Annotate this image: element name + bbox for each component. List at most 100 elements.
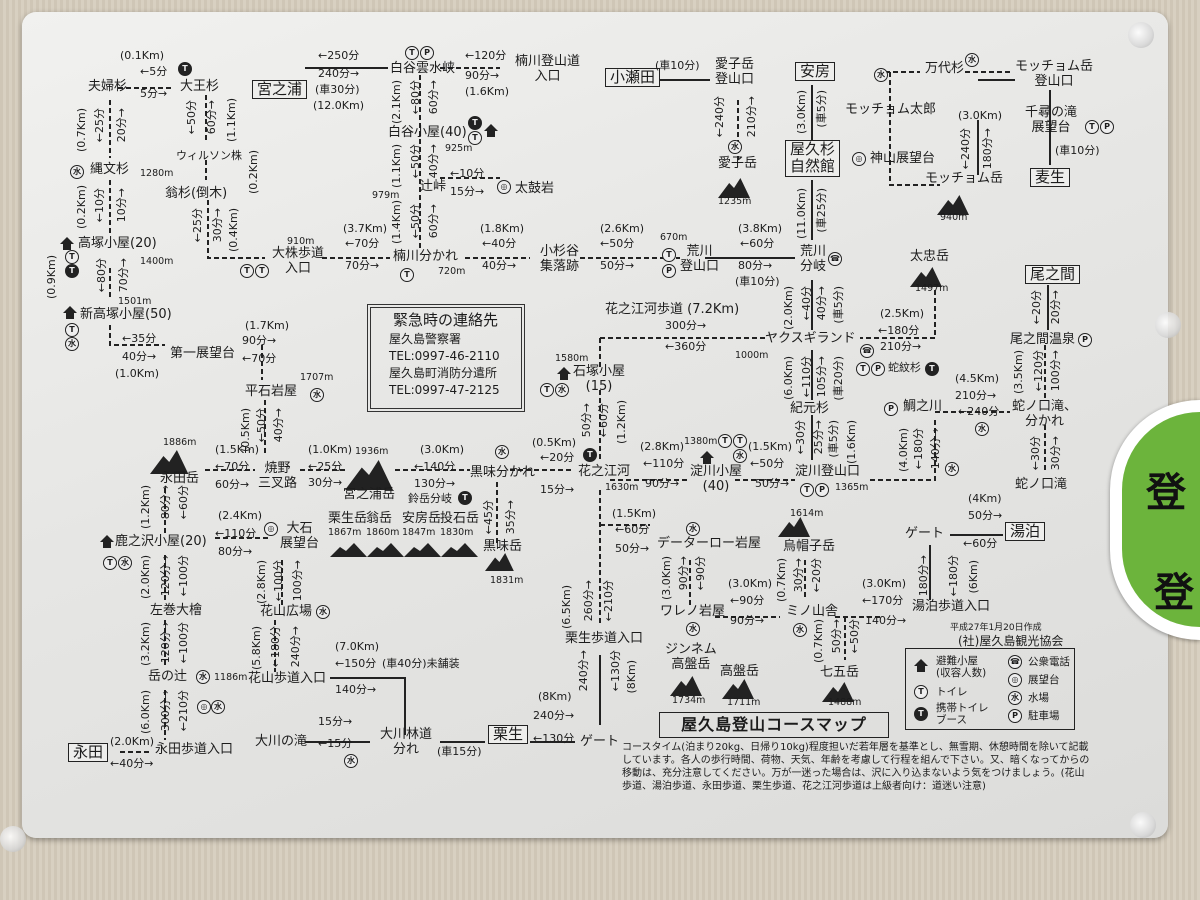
- course-time-label: ←100分: [272, 560, 285, 602]
- place-label: 花之江河歩道 (7.2Km): [605, 302, 740, 317]
- parking-icon: P: [1078, 333, 1092, 347]
- place-label: 蛇ノ口滝、 分かれ: [1012, 399, 1078, 429]
- course-time-label: 40分→: [482, 259, 517, 272]
- course-time-label: 240分→: [289, 626, 302, 668]
- portable-toilet-icon: T: [925, 362, 939, 376]
- course-time-label: ←250分: [318, 49, 360, 62]
- course-time-label: 40分→: [427, 144, 440, 179]
- course-time-label: (2.0Km): [110, 735, 155, 748]
- place-label: 岳の辻: [148, 669, 188, 684]
- elevation-label: 925m: [445, 143, 473, 154]
- place-label: 大川の滝: [255, 734, 308, 749]
- course-time-label: (1.1Km): [390, 144, 403, 189]
- legend-hut: 避難小屋 (収容人数): [936, 655, 987, 679]
- town-label: 永田: [68, 743, 109, 763]
- course-time-label: (3.2Km): [139, 622, 152, 667]
- place-label: 花山歩道入口: [248, 671, 327, 686]
- course-time-label: 30分→: [792, 558, 805, 593]
- viewpoint-icon: ◎: [197, 700, 211, 714]
- course-time-label: ←130分: [609, 650, 622, 692]
- water-icon: 水: [310, 388, 324, 402]
- water-icon: 水: [975, 422, 989, 436]
- course-time-label: ←15分: [318, 737, 353, 750]
- water-icon: 水: [1008, 691, 1022, 705]
- course-time-label: 70分→: [117, 258, 130, 293]
- course-time-label: (1.5Km): [612, 507, 657, 520]
- place-label: 烏帽子岳: [783, 539, 836, 554]
- course-time-label: (0.4Km): [227, 208, 240, 253]
- viewpoint-icon: ◎: [1008, 673, 1022, 687]
- course-time-label: ←60分: [740, 237, 775, 250]
- course-time-label: ←70分: [242, 352, 277, 365]
- course-time-label: 60分→: [427, 204, 440, 239]
- place-label: ゲート: [580, 734, 620, 749]
- course-time-label: (7.0Km): [335, 640, 380, 653]
- legend-phone: 公衆電話: [1028, 656, 1070, 668]
- place-label: 宮之浦岳: [343, 487, 396, 502]
- place-label: ゲート: [905, 526, 945, 541]
- legend-toilet: トイレ: [936, 686, 968, 698]
- course-time-label: 90分→: [730, 614, 765, 627]
- parking-icon: P: [1100, 120, 1114, 134]
- water-icon: 水: [686, 522, 700, 536]
- course-time-label: (1.7Km): [245, 319, 290, 332]
- course-time-label: 240分→: [318, 67, 360, 80]
- course-time-label: ←5分: [140, 65, 168, 78]
- course-time-label: 20分→: [1049, 290, 1062, 325]
- course-time-label: ←60分: [615, 523, 650, 536]
- elevation-label: 1365m: [835, 482, 869, 493]
- phone-icon: ☎: [828, 252, 842, 266]
- town-label: 宮之浦: [252, 80, 308, 100]
- course-time-label: 30分→: [1049, 436, 1062, 471]
- course-time-notes: コースタイム(泊まり20kg、日帰り10kg)程度担いだ若年層を基準とし、無雪期…: [622, 742, 1090, 792]
- course-time-label: (車5分): [815, 90, 828, 128]
- course-time-label: 210分→: [745, 96, 758, 138]
- course-time-label: (2.8Km): [255, 560, 268, 605]
- course-time-label: (8Km): [625, 660, 638, 694]
- sticker-text: 登: [1154, 570, 1194, 616]
- course-time-label: ←70分: [345, 237, 380, 250]
- course-time-label: ←20分: [810, 558, 823, 593]
- course-time-label: (2.0Km): [782, 286, 795, 331]
- course-time-label: ←100分: [177, 622, 190, 664]
- town-label: 尾之間: [1025, 265, 1081, 285]
- water-icon: 水: [211, 700, 225, 714]
- course-time-label: ←40分: [482, 237, 517, 250]
- course-time-label: (車10分): [1055, 144, 1100, 157]
- toilet-icon: T: [405, 46, 419, 60]
- elevation-label: 1734m: [672, 695, 706, 706]
- course-time-label: 240分→: [577, 650, 590, 692]
- course-time-label: 120分→: [159, 555, 172, 597]
- toilet-icon: T: [540, 383, 554, 397]
- course-time-label: ←30分: [794, 420, 807, 455]
- toilet-icon: T: [65, 323, 79, 337]
- course-time-label: (3.0Km): [728, 577, 773, 590]
- course-time-label: ←20分: [540, 451, 575, 464]
- place-label: ミノ山舎: [786, 604, 839, 619]
- course-time-label: ←50分: [600, 237, 635, 250]
- place-label: 石塚小屋 (15): [573, 364, 626, 394]
- course-time-label: (0.7Km): [812, 619, 825, 664]
- course-time-label: ←110分: [800, 356, 813, 398]
- water-icon: 水: [344, 754, 358, 768]
- course-time-label: 15分→: [318, 715, 353, 728]
- emergency-contacts-box: 緊急時の連絡先 屋久島警察署 TEL:0997-46-2110 屋久島町消防分遣…: [367, 304, 525, 412]
- legend-parking: 駐車場: [1028, 710, 1060, 722]
- water-icon: 水: [686, 622, 700, 636]
- elevation-label: 1400m: [140, 256, 174, 267]
- course-time-label: 90分→: [465, 69, 500, 82]
- course-time-label: 260分→: [582, 580, 595, 622]
- course-time-label: ←30分: [1029, 436, 1042, 471]
- course-time-label: 40分→: [272, 408, 285, 443]
- town-label: 麦生: [1030, 168, 1071, 188]
- course-time-label: ←90分: [694, 556, 707, 591]
- course-time-label: (6.0Km): [782, 356, 795, 401]
- place-label: 投石岳: [440, 511, 480, 526]
- phone-icon: ☎: [1008, 655, 1022, 669]
- pushpin: [1128, 22, 1154, 48]
- water-icon: 水: [70, 165, 84, 179]
- place-label: ジンネム 高盤岳: [665, 642, 717, 672]
- course-time-label: ←70分: [215, 460, 250, 473]
